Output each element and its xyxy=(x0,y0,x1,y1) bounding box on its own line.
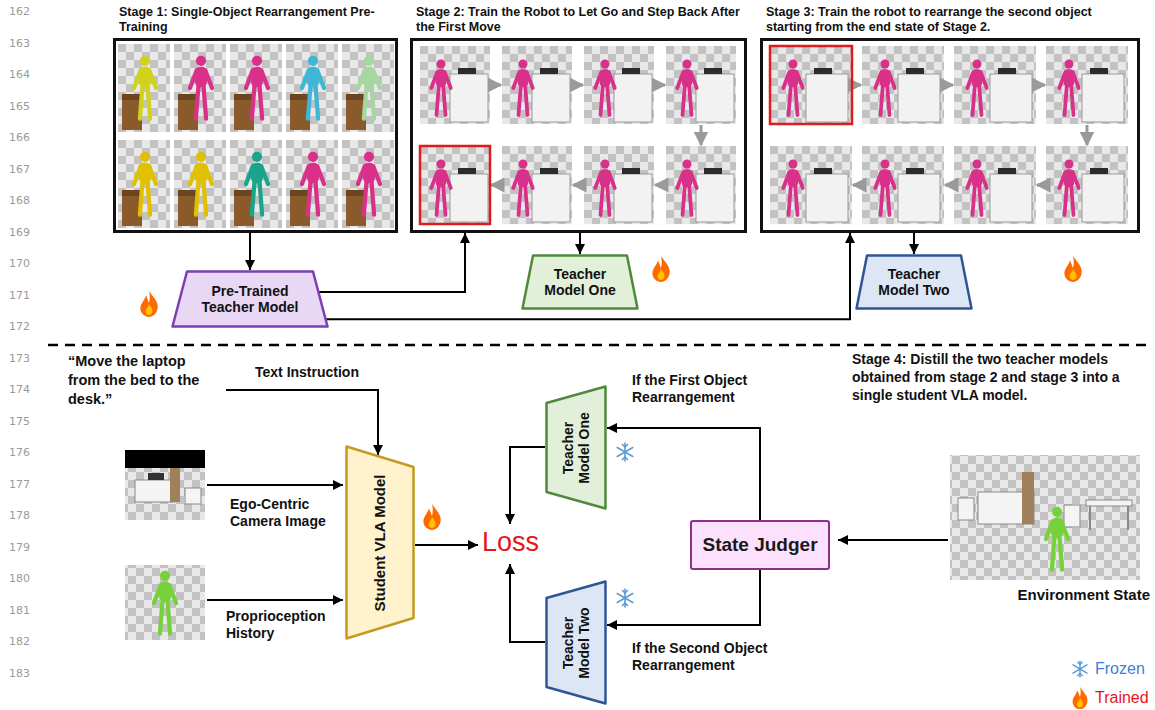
line-number: 165 xyxy=(0,100,30,114)
stage-heading: Stage 3: Train the robot to rearrange th… xyxy=(760,5,1140,35)
line-number: 173 xyxy=(0,352,30,366)
line-number: 176 xyxy=(0,446,30,460)
input-label: Proprioception History xyxy=(226,608,342,642)
connector-arrow xyxy=(607,428,760,520)
stage-panel: Stage 3: Train the robot to rearrange th… xyxy=(760,5,1140,233)
highlight-frame xyxy=(420,146,490,224)
line-number: 166 xyxy=(0,131,30,145)
condition-label: If the Second Object Rearrangement xyxy=(632,640,802,674)
line-number: 181 xyxy=(0,604,30,618)
node-shape xyxy=(523,256,638,309)
stage3-thumbnails xyxy=(770,46,1128,224)
teacher-model-trapezoid: Pre-Trained Teacher Model xyxy=(171,270,329,328)
line-number: 170 xyxy=(0,257,30,271)
connector-arrow xyxy=(325,233,850,319)
line-number: 174 xyxy=(0,383,30,397)
image-arrow xyxy=(207,484,343,486)
student-model-trapezoid: Student VLA Model xyxy=(345,445,415,640)
line-number: 168 xyxy=(0,194,30,208)
legend-label: Frozen xyxy=(1095,659,1145,679)
proprioception-arrow xyxy=(207,599,343,601)
line-number: 171 xyxy=(0,289,30,303)
line-number: 177 xyxy=(0,478,30,492)
condition-label: If the First Object Rearrangement xyxy=(632,372,802,406)
model-label: Student VLA Model xyxy=(371,470,388,615)
trained-icons xyxy=(140,256,1087,709)
dashed-separator xyxy=(48,344,1152,347)
line-number: 163 xyxy=(0,37,30,51)
input-label: Ego-Centric Camera Image xyxy=(230,496,330,530)
teacher-model-trapezoid: Teacher Model One xyxy=(545,385,607,510)
stage1-thumbnails xyxy=(118,44,394,228)
stage-heading: Stage 2: Train the Robot to Let Go and S… xyxy=(410,5,747,35)
teacher-loss-arrow xyxy=(510,447,545,524)
line-number: 162 xyxy=(0,5,30,19)
line-number: 169 xyxy=(0,226,30,240)
connector-arrow xyxy=(319,233,466,292)
model-label: Teacher Model Two xyxy=(560,601,592,684)
state-judger-box: State Judger xyxy=(690,520,830,570)
input-label: Text Instruction xyxy=(255,364,385,381)
line-number: 178 xyxy=(0,509,30,523)
line-number: 179 xyxy=(0,541,30,555)
connector-arrow xyxy=(249,233,251,270)
teacher-model-trapezoid: Teacher Model Two xyxy=(855,254,973,310)
stage-panel: Stage 1: Single-Object Rearrangement Pre… xyxy=(113,5,398,233)
node-shape xyxy=(857,256,972,309)
model-label: Teacher Model One xyxy=(560,406,592,489)
teacher-model-trapezoid: Teacher Model Two xyxy=(545,580,607,705)
line-number: 175 xyxy=(0,415,30,429)
environment-label: Environment State xyxy=(1003,586,1150,604)
connector-arrow xyxy=(579,233,581,254)
stage-frame xyxy=(113,38,398,233)
frozen-icons xyxy=(617,443,1087,677)
connector-arrow xyxy=(913,233,915,254)
line-number: 164 xyxy=(0,68,30,82)
line-number: 183 xyxy=(0,667,30,681)
legend-label: Trained xyxy=(1095,688,1149,708)
node-shape xyxy=(547,582,606,704)
node-shape xyxy=(173,272,328,327)
model-label: Teacher Model Two xyxy=(871,266,957,298)
loss-label: Loss xyxy=(482,527,544,557)
line-number: 167 xyxy=(0,163,30,177)
line-number: 172 xyxy=(0,320,30,334)
stage-frame xyxy=(760,38,1140,233)
teacher-loss-arrow xyxy=(510,564,545,642)
stage2-thumbnails xyxy=(420,46,736,224)
judger-label: State Judger xyxy=(702,534,817,557)
stage-panel: Stage 2: Train the Robot to Let Go and S… xyxy=(410,5,747,233)
environment-image xyxy=(950,455,1140,580)
line-number: 180 xyxy=(0,572,30,586)
stage-description: Stage 4: Distill the two teacher models … xyxy=(852,350,1148,404)
stage-heading: Stage 1: Single-Object Rearrangement Pre… xyxy=(113,5,398,35)
student-loss-arrow xyxy=(415,544,478,546)
robot-image xyxy=(125,565,205,640)
node-shape xyxy=(347,447,414,639)
stage-frame xyxy=(410,38,747,233)
instruction-quote: “Move the laptop from the bed to the des… xyxy=(68,352,220,409)
teacher-model-trapezoid: Teacher Model One xyxy=(521,254,639,310)
highlight-frame xyxy=(770,46,852,124)
environment-arrow xyxy=(838,539,948,541)
instruction-arrow xyxy=(226,390,378,455)
model-label: Teacher Model One xyxy=(537,266,623,298)
model-label: Pre-Trained Teacher Model xyxy=(191,283,309,315)
camera-image xyxy=(125,450,205,520)
connector-arrow xyxy=(607,570,760,625)
line-number: 182 xyxy=(0,635,30,649)
node-shape xyxy=(547,387,606,509)
